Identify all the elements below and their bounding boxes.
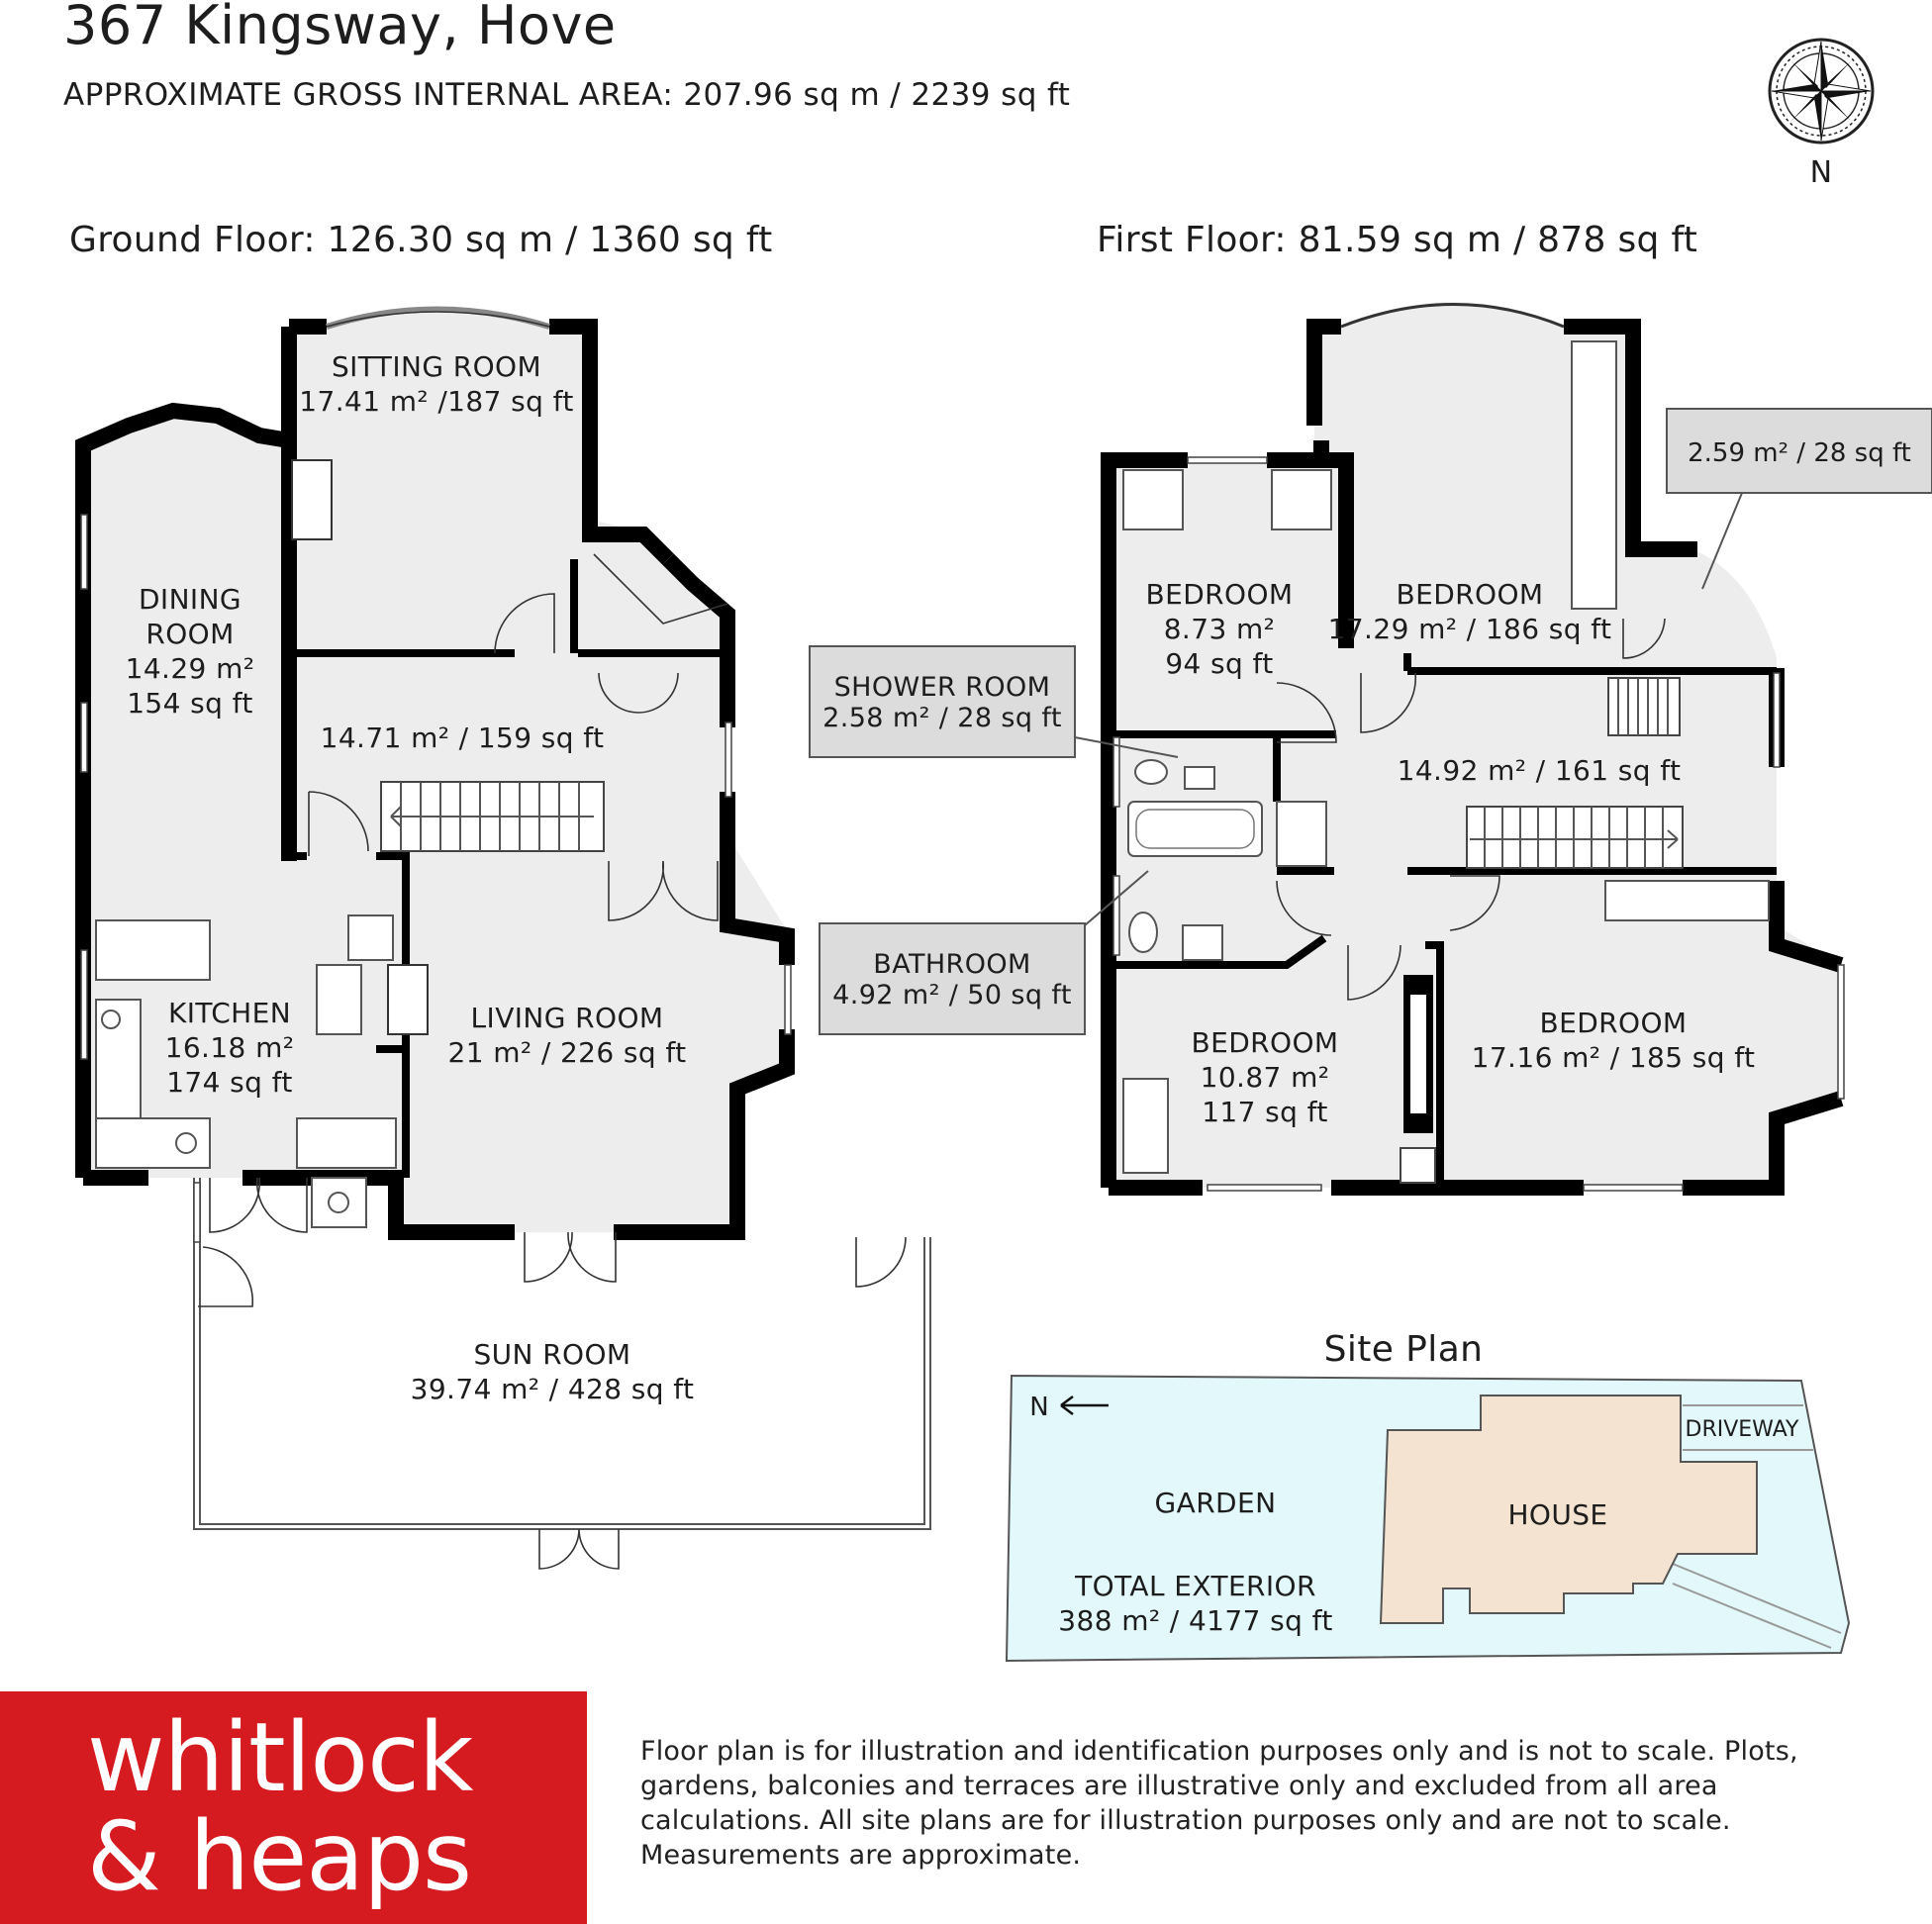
site-plan-title: Site Plan	[1324, 1329, 1484, 1370]
dining-room-name-2: ROOM	[145, 618, 234, 650]
total-exterior-label: TOTAL EXTERIOR	[1074, 1570, 1316, 1602]
landing-area: 14.92 m² / 161 sq ft	[1398, 754, 1682, 787]
first-floor-heading: First Floor: 81.59 sq m / 878 sq ft	[1097, 220, 1698, 260]
sun-room-name: SUN ROOM	[473, 1338, 630, 1371]
north-arrow-icon	[1060, 1395, 1109, 1415]
basin-icon	[1184, 766, 1215, 790]
first-floor-plan: 2.59 m² / 28 sq ft SHOWER ROOM 2.58 m² /…	[809, 302, 1932, 1196]
kitchen-area-ft: 174 sq ft	[166, 1066, 293, 1099]
dining-room-name-1: DINING	[139, 583, 242, 616]
bedroom-small-area-ft: 94 sq ft	[1165, 647, 1273, 680]
washer-icon	[311, 1177, 367, 1228]
dining-room-area-ft: 154 sq ft	[127, 687, 253, 720]
bedroom-small-area-m: 8.73 m²	[1164, 613, 1276, 645]
bathtub-icon	[1127, 801, 1263, 857]
compass-north-label: N	[1810, 155, 1833, 190]
bedroom-front-left-area-ft: 117 sq ft	[1202, 1096, 1328, 1128]
closet-callout	[1666, 408, 1932, 494]
kitchen-units	[95, 914, 397, 1228]
brand-logo-line-2: & heaps	[87, 1801, 472, 1912]
sitting-room-area: 17.41 m² /187 sq ft	[299, 385, 573, 418]
site-plan: Site Plan N GARDEN HOUSE DRIVEWAY TOTAL …	[1005, 1329, 1851, 1663]
bedroom-front-right-name: BEDROOM	[1540, 1007, 1688, 1039]
hall-area: 14.71 m² / 159 sq ft	[321, 722, 605, 754]
brand-logo-panel	[0, 1691, 587, 1924]
shower-room-area: 2.58 m² / 28 sq ft	[822, 703, 1062, 733]
compass-icon	[1768, 38, 1875, 144]
bedroom-main-name: BEDROOM	[1397, 578, 1544, 611]
total-exterior-area: 388 m² / 4177 sq ft	[1058, 1604, 1332, 1637]
bedroom-front-left-name: BEDROOM	[1192, 1026, 1339, 1059]
shower-room-callout	[809, 645, 1076, 758]
house-footprint	[1379, 1395, 1758, 1624]
ground-floor-plan: SITTING ROOM 17.41 m² /187 sq ft DINING …	[75, 306, 931, 1570]
basin-icon	[1182, 924, 1223, 961]
shower-room-name: SHOWER ROOM	[834, 672, 1051, 703]
house-label: HOUSE	[1507, 1498, 1607, 1531]
sitting-room-name: SITTING ROOM	[332, 350, 541, 383]
gross-internal-area: APPROXIMATE GROSS INTERNAL AREA: 207.96 …	[63, 77, 1071, 113]
bathroom-name: BATHROOM	[873, 949, 1030, 980]
living-room-area: 21 m² / 226 sq ft	[447, 1036, 686, 1069]
living-room-name: LIVING ROOM	[471, 1002, 664, 1034]
site-north-label: N	[1029, 1393, 1048, 1422]
bedroom-main-area: 17.29 m² / 186 sq ft	[1328, 613, 1612, 645]
closet-area: 2.59 m² / 28 sq ft	[1688, 438, 1911, 468]
first-floor-stairs	[1400, 677, 1684, 1184]
ground-floor-heading: Ground Floor: 126.30 sq m / 1360 sq ft	[69, 220, 773, 260]
garden-label: GARDEN	[1155, 1487, 1277, 1519]
disclaimer-text: Floor plan is for illustration and ident…	[640, 1736, 1798, 1871]
bathroom-callout	[819, 922, 1086, 1035]
kitchen-area-m: 16.18 m²	[165, 1031, 295, 1064]
toilet-icon	[1134, 759, 1168, 785]
sun-room-area: 39.74 m² / 428 sq ft	[411, 1373, 695, 1405]
bedroom-small-name: BEDROOM	[1146, 578, 1294, 611]
page-title: 367 Kingsway, Hove	[63, 0, 617, 56]
shower-tray-icon	[1276, 801, 1327, 867]
bathroom-area: 4.92 m² / 50 sq ft	[832, 980, 1072, 1010]
toilet-icon	[1128, 912, 1158, 953]
fridge-icon	[347, 914, 394, 961]
bedroom-front-right-area: 17.16 m² / 185 sq ft	[1472, 1041, 1756, 1074]
dining-room-area-m: 14.29 m²	[126, 652, 255, 685]
bedroom-front-left-area-m: 10.87 m²	[1201, 1061, 1330, 1094]
driveway-label: DRIVEWAY	[1686, 1417, 1800, 1442]
brand-logo-line-1: whitlock	[87, 1702, 473, 1813]
kitchen-name: KITCHEN	[168, 997, 291, 1029]
hob-icon	[316, 964, 362, 1035]
fireplace-icon	[387, 964, 429, 1035]
ground-floor-stairs	[380, 781, 605, 852]
fireplace-icon	[291, 459, 333, 540]
